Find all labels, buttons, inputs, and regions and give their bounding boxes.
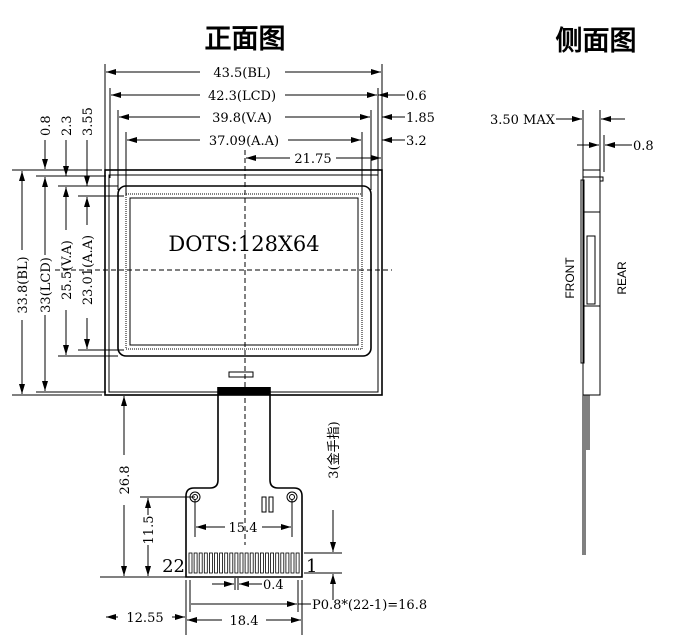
gold-finger-pin bbox=[280, 552, 285, 574]
gold-finger-pin bbox=[234, 552, 239, 574]
gold-finger-pin bbox=[275, 552, 280, 574]
top-aa-label: 3.55 bbox=[81, 107, 96, 136]
gold-finger-pin bbox=[290, 552, 295, 574]
gold-finger-pin bbox=[203, 552, 208, 574]
top-va-label: 2.3 bbox=[60, 115, 75, 136]
fpc-cable: 22 1 bbox=[162, 387, 317, 578]
aa-margin-label: 3.2 bbox=[406, 134, 427, 149]
gold-finger-pin bbox=[219, 552, 224, 574]
fpc-dimensions: 26.8 11.5 15.4 3(金手指) 0.4 P0.8*(22-1)=16… bbox=[100, 396, 427, 635]
gold-finger-pin bbox=[198, 552, 203, 574]
gold-finger-pin bbox=[193, 552, 198, 574]
gold-finger-pin bbox=[214, 552, 218, 574]
display-resolution-label: DOTS:128X64 bbox=[168, 232, 319, 256]
gold-finger-pin bbox=[249, 552, 254, 574]
gold-finger-pin bbox=[270, 552, 275, 574]
va-width-label: 39.8(V.A) bbox=[212, 111, 272, 126]
hole-pitch-label: 15.4 bbox=[229, 521, 258, 536]
thickness-label: 3.50 MAX bbox=[490, 113, 556, 128]
va-margin-label: 1.85 bbox=[406, 111, 435, 126]
width-dimensions: 43.5(BL) 42.3(LCD) 0.6 39.8(V.A) 1.85 37… bbox=[106, 66, 435, 167]
height-dimensions: 33.8(BL) 33(LCD) 25.5(V.A) 23.01(A.A) 0.… bbox=[16, 107, 96, 394]
gold-finger-pin bbox=[285, 552, 290, 574]
fpc-offset-label: 12.55 bbox=[126, 611, 163, 626]
aa-width-label: 37.09(A.A) bbox=[209, 134, 279, 149]
finger-width-label: 0.4 bbox=[263, 578, 284, 593]
gold-finger-pin bbox=[239, 552, 244, 574]
hole-height-label: 11.5 bbox=[142, 516, 157, 545]
lcd-width-label: 42.3(LCD) bbox=[208, 89, 276, 104]
gold-finger-pin bbox=[265, 552, 269, 574]
front-label: FRONT bbox=[563, 257, 577, 299]
side-view: 3.50 MAX 0.8 FRONT REAR bbox=[490, 110, 654, 555]
side-view-title: 侧面图 bbox=[556, 26, 637, 57]
lcd-height-label: 33(LCD) bbox=[39, 257, 54, 313]
gold-finger-pin bbox=[254, 552, 259, 574]
gold-finger-pin bbox=[244, 552, 249, 574]
fpc-thickness-label: 0.8 bbox=[633, 139, 654, 154]
gold-finger-pin bbox=[224, 552, 229, 574]
bl-width-label: 43.5(BL) bbox=[213, 66, 270, 81]
gold-finger-pin bbox=[229, 552, 234, 574]
gold-finger-pin bbox=[188, 552, 193, 574]
rear-label: REAR bbox=[615, 261, 629, 295]
finger-length-label: 3(金手指) bbox=[326, 421, 342, 478]
gold-finger-pin bbox=[208, 552, 213, 574]
pitch-formula-label: P0.8*(22-1)=16.8 bbox=[312, 598, 427, 613]
lcd-panel: DOTS:128X64 bbox=[55, 150, 392, 545]
gold-finger-pin bbox=[259, 552, 264, 574]
fpc-length-label: 26.8 bbox=[118, 466, 133, 495]
lcd-margin-label: 0.6 bbox=[406, 89, 427, 104]
fpc-width-label: 18.4 bbox=[230, 614, 259, 629]
gold-finger-pin bbox=[295, 552, 300, 574]
pin-22-label: 22 bbox=[162, 556, 185, 577]
top-lcd-label: 0.8 bbox=[39, 115, 54, 136]
front-view-title: 正面图 bbox=[205, 24, 286, 55]
center-offset-label: 21.75 bbox=[294, 152, 331, 167]
bl-height-label: 33.8(BL) bbox=[16, 256, 31, 313]
pin-1-label: 1 bbox=[306, 556, 317, 577]
